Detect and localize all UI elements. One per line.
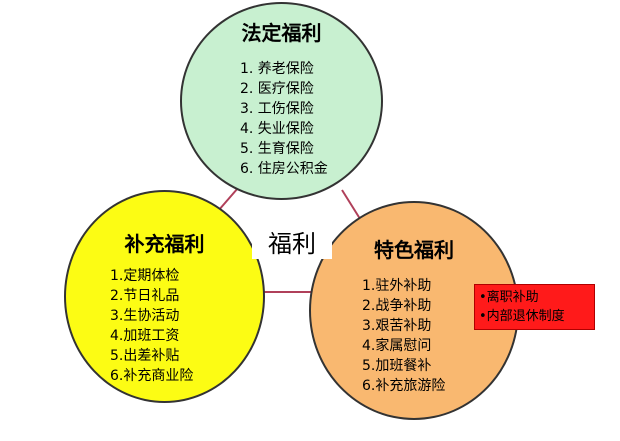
statutory-welfare-circle [180,2,383,200]
list-item: 6.补充商业险 [110,368,194,384]
extra-benefit-item: •离职补助 [479,290,539,305]
list-item: 6.补充旅游险 [362,378,446,394]
list-item: 2. 医疗保险 [240,81,314,97]
extra-benefit-item: •内部退休制度 [479,309,565,324]
center-welfare-label: 福利 [252,224,332,259]
list-item: 1.定期体检 [110,268,180,284]
list-item: 5.加班餐补 [362,358,432,374]
list-item: 5.出差补贴 [110,348,180,364]
list-item: 3. 工伤保险 [240,101,314,117]
list-item: 2.战争补助 [362,298,432,314]
list-item: 2.节日礼品 [110,288,180,304]
list-item: 3.生协活动 [110,308,180,324]
statutory-welfare-list: 1. 养老保险 2. 医疗保险 3. 工伤保险 4. 失业保险 5. 生育保险 … [240,59,328,179]
special-welfare-title: 特色福利 [374,238,454,262]
list-item: 5. 生育保险 [240,141,314,157]
special-welfare-list: 1.驻外补助 2.战争补助 3.艰苦补助 4.家属慰问 5.加班餐补 6.补充旅… [362,276,445,396]
list-item: 1.驻外补助 [362,278,432,294]
list-item: 3.艰苦补助 [362,318,432,334]
list-item: 4.加班工资 [110,328,180,344]
list-item: 1. 养老保险 [240,61,314,77]
list-item: 6. 住房公积金 [240,161,328,177]
statutory-welfare-title: 法定福利 [241,21,322,45]
supplementary-welfare-title: 补充福利 [124,232,205,256]
supplementary-welfare-circle [64,190,265,403]
list-item: 4.家属慰问 [362,338,432,354]
supplementary-welfare-list: 1.定期体检 2.节日礼品 3.生协活动 4.加班工资 5.出差补贴 6.补充商… [110,266,193,386]
list-item: 4. 失业保险 [240,121,314,137]
special-extra-benefits-box: •离职补助 •内部退休制度 [474,284,595,330]
